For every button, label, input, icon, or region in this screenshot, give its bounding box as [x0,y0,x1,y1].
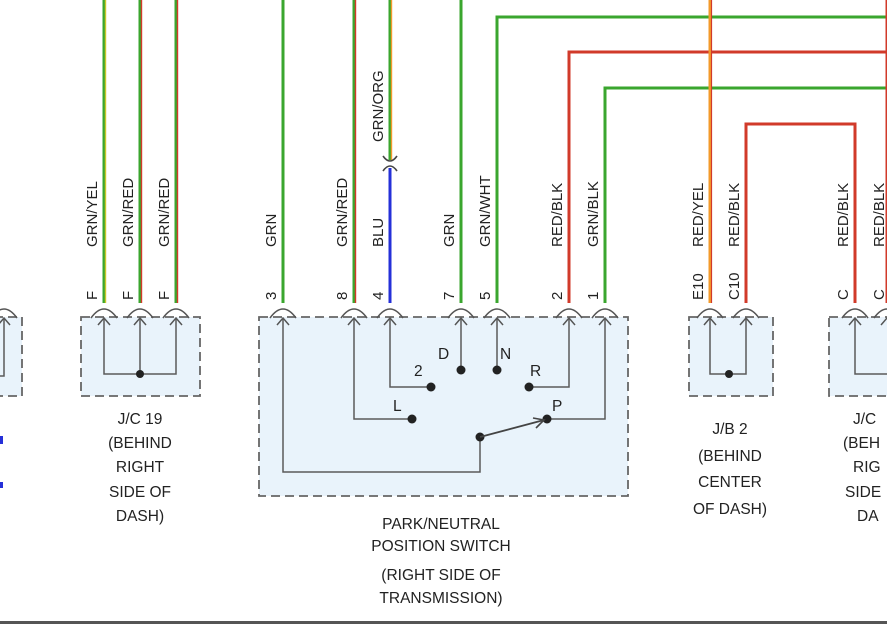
terminal-markers [0,308,887,326]
overhead-wire-red-blk-jb2 [744,122,857,303]
jb2-internal [709,318,747,378]
wire-label: GRN/RED [120,178,137,247]
wire-labels: GRN/YEL GRN/RED GRN/RED GRN GRN/RED GRN/… [84,70,887,247]
left-edge-internal [0,318,5,377]
wire-label: GRN/YEL [84,181,101,247]
wire-grn-yel [102,0,107,303]
caption-line: (BEHIND [108,435,172,452]
wire-label: RED/YEL [690,183,707,247]
wire-grn-org-blu-pin4 [382,0,398,303]
caption-line: OF DASH) [693,501,767,518]
position-label-2: 2 [414,363,423,380]
terminal-cap [591,308,619,319]
edge-tick [0,436,3,444]
wire-label: BLU [370,218,387,247]
caption-line: RIGHT [116,459,165,476]
caption-line: SIDE OF [109,484,171,501]
terminal-cap [126,308,154,319]
caption-line: PARK/NEUTRAL [382,516,500,533]
pin-label: C [871,289,887,300]
pin-label: C [835,289,852,300]
wire-label: RED/BLK [726,183,743,247]
wire-grn-red-2 [174,0,179,303]
pin-label: 3 [263,292,280,300]
caption-jb2: J/B 2 (BEHIND CENTER OF DASH) [693,421,767,518]
terminal-cap [483,308,511,319]
position-label-p: P [552,398,562,415]
caption-line: POSITION SWITCH [371,538,511,555]
terminal-cap [0,308,18,319]
pin-label: 7 [441,292,458,300]
caption-line: J/C [853,411,876,428]
position-label-d: D [438,346,449,363]
caption-line: DA [857,508,879,525]
wire-label: GRN/BLK [585,181,602,247]
left-edge-connector-box [0,316,23,397]
wire-label: GRN [441,214,458,247]
caption-line: J/B 2 [712,421,747,438]
pin-label: 5 [477,292,494,300]
terminal-cap [696,308,724,319]
wire-grn-red-1 [138,0,143,303]
terminal-cap [376,308,404,319]
wire-grn-red-pin8 [352,0,357,303]
wire-label: GRN/ORG [370,70,387,142]
terminal-cap [873,308,887,319]
park-neutral-switch-box [258,316,629,497]
pin-label: F [84,291,101,300]
terminal-cap [841,308,869,319]
terminal-cap [555,308,583,319]
edge-tick [0,482,3,488]
caption-jc-right: J/C (BEH RIG SIDE DA [843,411,881,525]
terminal-cap [732,308,760,319]
pin-label: 4 [370,292,387,300]
terminal-arrow [880,316,887,326]
caption-line: (RIGHT SIDE OF [381,567,500,584]
wire-label: RED/BLK [835,183,852,247]
bottom-rule [0,621,887,624]
jc-right-connector-box [828,316,887,397]
caption-line: DASH) [116,508,164,525]
caption-jc19: J/C 19 (BEHIND RIGHT SIDE OF DASH) [108,411,172,525]
pin-label: 2 [549,292,566,300]
pin-label: E10 [690,273,707,300]
pin-label: 8 [334,292,351,300]
wire-label: RED/BLK [549,183,566,247]
wire-label: GRN [263,214,280,247]
jc-right-internal [854,318,887,375]
terminal-cap [162,308,190,319]
pin-label: F [120,291,137,300]
pin-label: 1 [585,292,602,300]
caption-park-neutral-switch: PARK/NEUTRAL POSITION SWITCH (RIGHT SIDE… [371,516,511,607]
overhead-wire-grn-wht [495,15,887,303]
caption-line: J/C 19 [118,411,163,428]
position-label-r: R [530,363,541,380]
terminal-cap [269,308,297,319]
caption-line: SIDE [845,484,881,501]
terminal-cap [340,308,368,319]
pin-labels: F F F 3 8 4 7 5 2 1 E10 C10 C C [84,272,887,300]
pin-label: F [156,291,173,300]
caption-line: TRANSMISSION) [379,590,502,607]
pin-label: C10 [726,272,743,300]
pnp-internal [282,318,606,473]
terminal-cap [90,308,118,319]
wire-label: GRN/RED [334,178,351,247]
terminal-cap [447,308,475,319]
wire-red-yel-e10 [708,0,713,303]
wire-label: GRN/RED [156,178,173,247]
wire-label: RED/BLK [871,183,887,247]
jc19-internal [103,318,177,378]
jb2-connector-box [688,316,774,397]
overhead-wire-red-blk [567,50,887,303]
caption-line: (BEH [843,435,880,452]
caption-line: RIG [853,459,881,476]
caption-line: (BEHIND [698,448,762,465]
position-label-l: L [393,398,402,415]
switch-position-labels: D N 2 R L P [393,346,562,415]
wire-label: GRN/WHT [477,175,494,247]
position-label-n: N [500,346,511,363]
caption-line: CENTER [698,474,762,491]
